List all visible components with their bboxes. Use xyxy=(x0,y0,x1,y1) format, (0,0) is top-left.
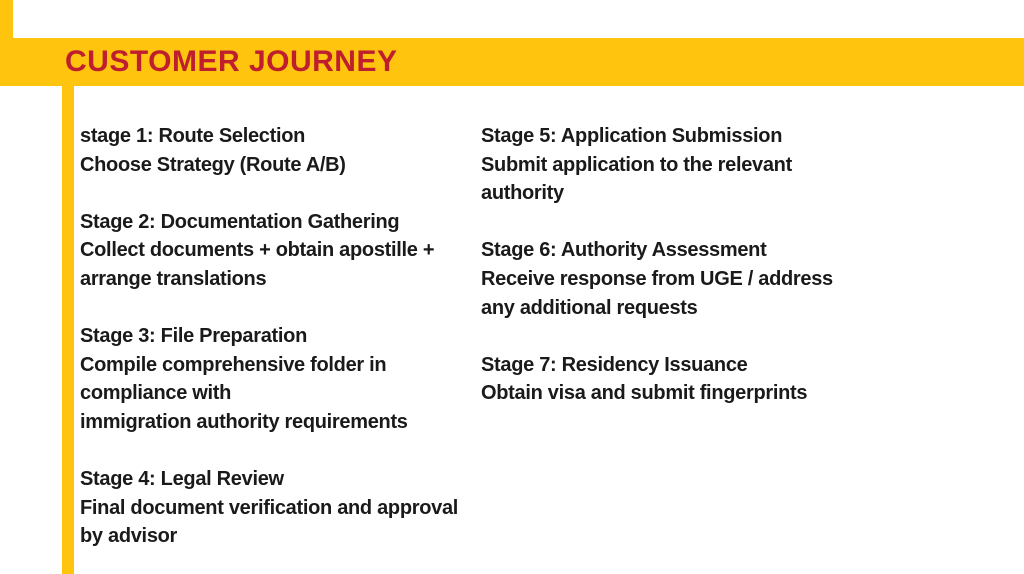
stage-line: stage 1: Route Selection xyxy=(80,125,306,147)
stage-line: Stage 4: Legal Review xyxy=(80,468,284,491)
header-band: CUSTOMER JOURNEY xyxy=(0,38,1024,86)
stage-line: arrange translations xyxy=(80,267,267,290)
page-title: CUSTOMER JOURNEY xyxy=(65,45,398,78)
stage-line: Receive response from UGE / address xyxy=(481,267,833,290)
stage-line: Stage 7: Residency Issuance xyxy=(481,353,748,376)
stage-line: authority xyxy=(481,182,564,205)
stage-line: by advisor xyxy=(80,525,178,548)
stage-line: Stage 3: File Preparation xyxy=(80,325,308,348)
stage-line: Stage 5: Application Submission xyxy=(481,125,783,147)
stage-line: Collect documents + obtain apostille + xyxy=(80,239,435,262)
stage-line: Stage 6: Authority Assessment xyxy=(481,239,767,262)
stage-line: Stage 2: Documentation Gathering xyxy=(80,210,400,233)
top-left-accent-bar xyxy=(0,0,13,40)
stage-line: immigration authority requirements xyxy=(80,410,408,433)
stage-line: Submit application to the relevant xyxy=(481,153,792,176)
stage-line: any additional requests xyxy=(481,296,698,319)
stage-line: compliance with xyxy=(80,382,232,405)
stage-line: Final document verification and approval xyxy=(80,496,459,519)
left-accent-bar xyxy=(62,84,74,574)
stage-line: Obtain visa and submit fingerprints xyxy=(481,382,808,405)
stage-line: Compile comprehensive folder in xyxy=(80,353,387,376)
stage-line: Choose Strategy (Route A/B) xyxy=(80,153,346,176)
